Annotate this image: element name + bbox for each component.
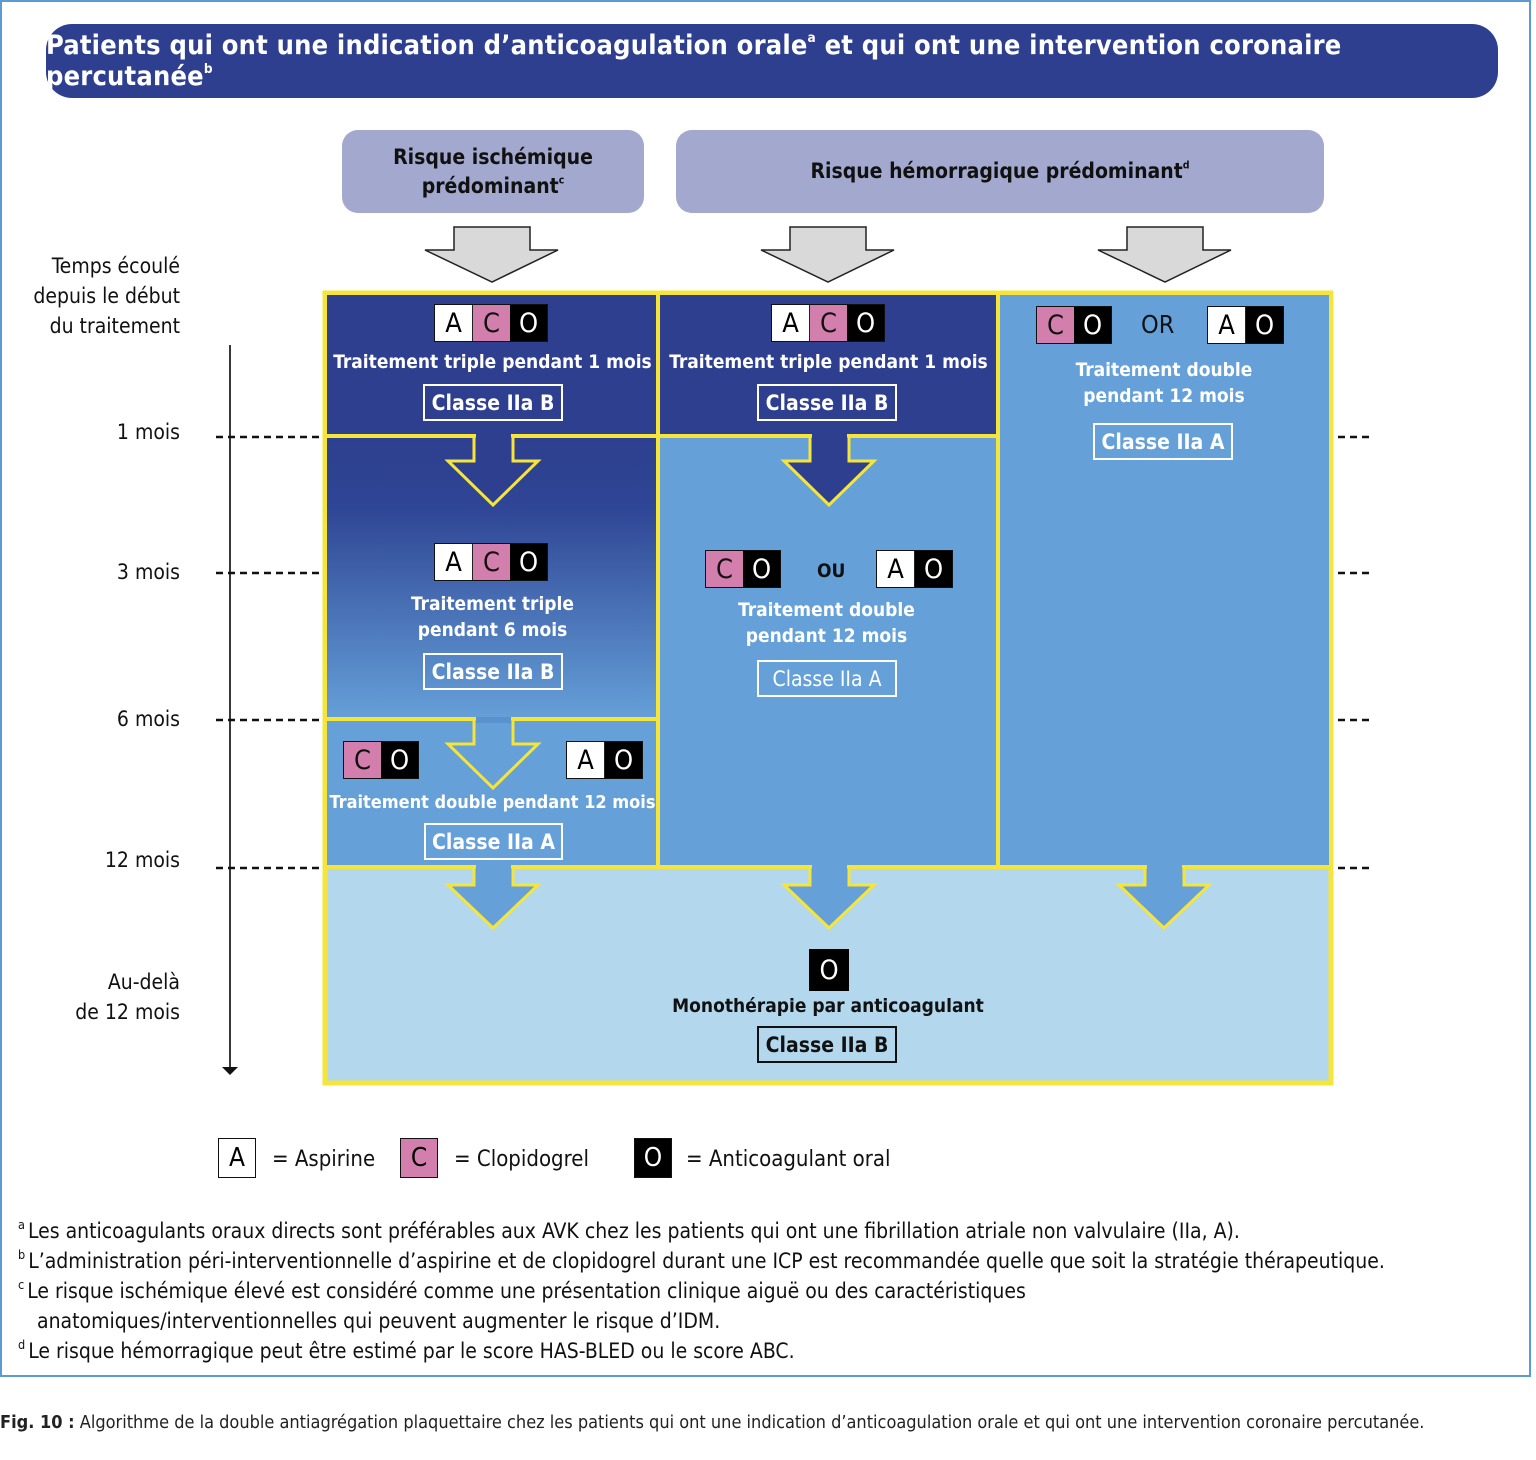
arrow-col2-to-bottom [780, 865, 878, 931]
legend-aspirine-key: A [218, 1138, 256, 1178]
axis-tick-12-mois: 12 mois [104, 848, 180, 872]
legend-aspirine-text: = Aspirine [272, 1147, 376, 1172]
legend-clopidogrel-text: = Clopidogrel [454, 1147, 589, 1172]
title-banner: Patients qui ont une indication d’antico… [46, 24, 1498, 98]
axis-tick-6-mois: 6 mois [116, 707, 180, 731]
arrow-down-col2 [760, 226, 895, 283]
drug-oac-only: O [809, 949, 849, 991]
col1-phase3-label: Traitement double pendant 12 mois [329, 792, 656, 813]
col1-phase1-label: Traitement triple pendant 1 mois [333, 351, 652, 373]
axis-tick-1-mois: 1 mois [116, 420, 180, 444]
arrow-down-col3 [1097, 226, 1232, 283]
col3-phase1-class: Classe IIa A [1093, 423, 1233, 460]
legend-clopidogrel-key: C [400, 1138, 438, 1178]
col2-phase1-class: Classe IIa B [757, 384, 897, 421]
arrow-col2-1to2 [780, 434, 878, 508]
bottom-label: Monothérapie par anticoagulant [672, 995, 984, 1017]
caption-label: Fig. 10 : [0, 1412, 75, 1433]
col1-phase2-class: Classe IIa B [423, 653, 563, 690]
arrow-col3-to-bottom [1115, 865, 1213, 931]
bottom-class: Classe IIa B [757, 1026, 897, 1063]
figure-caption: Fig. 10 : Algorithme de la double antiag… [0, 1410, 1536, 1436]
col3-or-text: OR [1141, 310, 1175, 339]
legend-anticoagulant-text: = Anticoagulant oral [686, 1147, 891, 1172]
axis-tick-3-mois: 3 mois [116, 560, 180, 584]
arrow-down-col1 [424, 226, 559, 283]
arrow-col1-1to3 [444, 434, 542, 508]
col2-phase1-label: Traitement triple pendant 1 mois [669, 351, 988, 373]
footnote-c-cont: anatomiques/interventionnelles qui peuve… [37, 1309, 721, 1333]
figure-frame [0, 0, 1531, 1377]
caption-text: Algorithme de la double antiagrégation p… [74, 1412, 1425, 1433]
legend-anticoagulant-key: O [634, 1138, 672, 1178]
title-text: Patients qui ont une indication d’antico… [46, 29, 1342, 92]
arrow-col1-to-bottom [444, 865, 542, 931]
risk-hemorrhagic-box: Risque hémorragique prédominantd [676, 130, 1324, 213]
arrow-col1-3to6 [444, 717, 542, 791]
col1-phase3-class: Classe IIa A [424, 823, 563, 860]
col2-or-text: OU [817, 560, 846, 582]
col1-phase1-class: Classe IIa B [423, 384, 563, 421]
time-axis-arrowhead [222, 1067, 238, 1075]
col2-phase2-class: Classe IIa A [757, 660, 897, 697]
col2-phase2-bg [660, 437, 997, 867]
col3-phase1-bg [999, 295, 1329, 867]
